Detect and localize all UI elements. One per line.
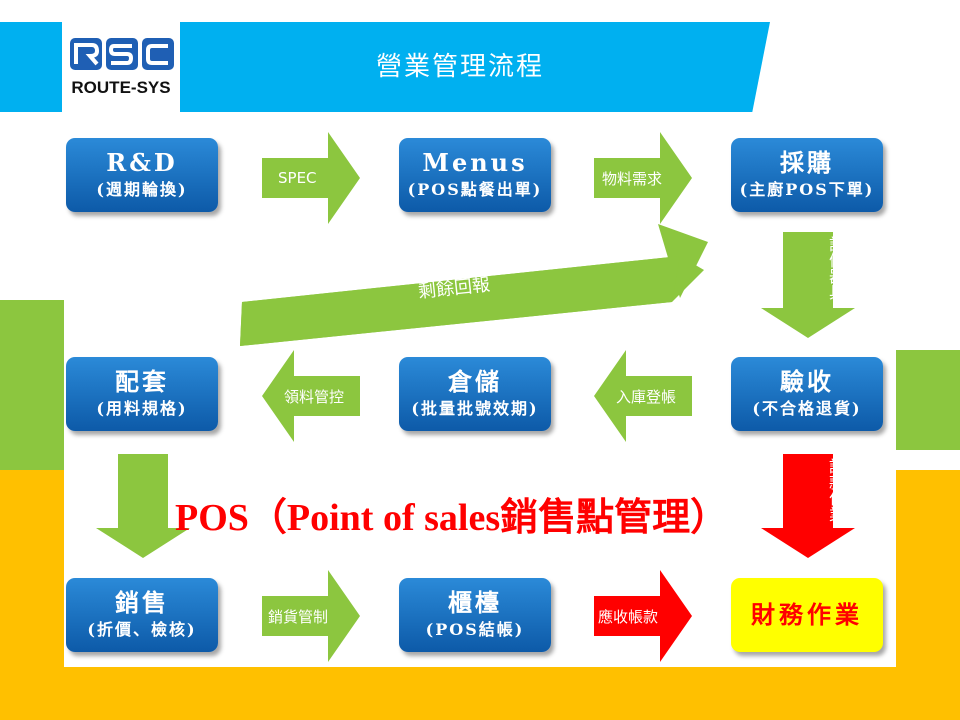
arrow-goods-down: 食材醬料 設備器具 <box>759 232 868 338</box>
box-kitting: 配套 (用料規格) <box>66 357 218 431</box>
page-title: 營業管理流程 <box>375 52 544 82</box>
box-inspection: 驗收 (不合格退貨) <box>731 357 883 431</box>
box-rd: R&D (週期輪換) <box>66 138 218 212</box>
box-storage-subtitle: (批量批號效期) <box>411 399 539 418</box>
box-rd-title: R&D <box>106 148 178 177</box>
box-purchase: 採購 (主廚POS下單) <box>731 138 883 212</box>
logo-text: ROUTE-SYS <box>71 78 171 97</box>
box-menus-subtitle: (POS點餐出單) <box>407 180 543 199</box>
arrow-material-demand: 物料需求 <box>594 132 692 224</box>
box-menus-title: Menus <box>422 148 528 177</box>
box-sales-title: 銷售 <box>115 588 169 617</box>
arrow-receiving: 入庫登帳 <box>594 350 692 442</box>
box-storage: 倉儲 (批量批號效期) <box>399 357 551 431</box>
logo-mark-icon <box>70 38 174 70</box>
box-sales-subtitle: (折價、檢核) <box>87 620 197 639</box>
arrow-material-control-label: 領料管控 <box>284 387 345 406</box>
arrow-material-control: 領料管控 <box>262 350 360 442</box>
header-bar-left <box>0 22 62 112</box>
box-inspection-subtitle: (不合格退貨) <box>752 399 862 418</box>
arrow-sales-control-label: 銷貨管制 <box>268 607 329 626</box>
box-purchase-title: 採購 <box>780 148 834 177</box>
box-counter-subtitle: (POS結帳) <box>425 620 525 639</box>
arrow-spec: SPEC <box>262 132 360 224</box>
box-menus: Menus (POS點餐出單) <box>399 138 551 212</box>
box-sales: 銷售 (折價、檢核) <box>66 578 218 652</box>
background-green-right <box>894 350 960 450</box>
box-storage-title: 倉儲 <box>448 367 502 396</box>
arrow-payable-label-2: 請款作業 <box>826 458 845 522</box>
arrow-material-demand-label: 物料需求 <box>602 169 663 188</box>
box-kitting-title: 配套 <box>115 367 169 396</box>
arrow-cooking-label: 烹調製作 <box>172 458 191 522</box>
arrow-goods-label-1: 食材醬料 <box>849 236 868 300</box>
box-inspection-title: 驗收 <box>780 367 834 396</box>
arrow-spec-label: SPEC <box>278 169 317 187</box>
box-kitting-subtitle: (用料規格) <box>96 399 188 418</box>
box-counter: 櫃檯 (POS結帳) <box>399 578 551 652</box>
arrow-cooking-down: 烹調製作 <box>94 454 192 558</box>
box-counter-title: 櫃檯 <box>448 588 502 617</box>
arrow-receivable-label: 應收帳款 <box>598 607 659 626</box>
background-green-left <box>0 300 66 500</box>
arrow-surplus-report: 剩餘回報 <box>240 218 710 350</box>
box-purchase-subtitle: (主廚POS下單) <box>739 180 875 199</box>
arrow-payable-down: 應付帳款 請款作業 <box>759 454 868 558</box>
box-finance-title: 財務作業 <box>751 600 863 629</box>
arrow-receivable: 應收帳款 <box>594 570 692 662</box>
box-rd-subtitle: (週期輪換) <box>96 180 188 199</box>
header-bar <box>180 22 770 112</box>
arrow-payable-label-1: 應付帳款 <box>849 458 868 522</box>
box-finance: 財務作業 <box>731 578 883 652</box>
arrow-goods-label-2: 設備器具 <box>826 236 845 300</box>
arrow-sales-control: 銷貨管制 <box>262 570 360 662</box>
arrow-receiving-label: 入庫登帳 <box>616 387 677 406</box>
pos-title: POS（Point of sales銷售點管理） <box>175 497 729 539</box>
